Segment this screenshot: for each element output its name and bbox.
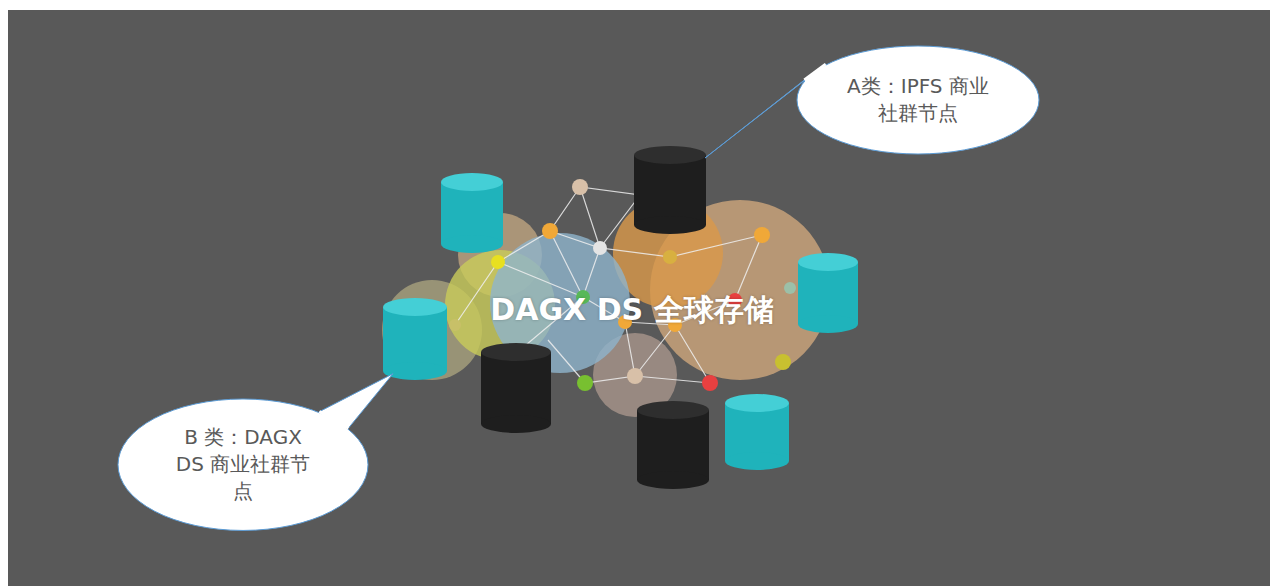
- storage-cylinders: [383, 146, 858, 489]
- cylinder: [383, 298, 447, 380]
- callout-text: A类：IPFS 商业社群节点: [843, 73, 993, 127]
- callout-text: B 类：DAGX DS 商业社群节点: [168, 424, 318, 505]
- cylinder: [637, 401, 709, 489]
- callout-shape: [796, 45, 1040, 155]
- cylinder: [634, 146, 706, 234]
- cylinder: [725, 394, 789, 470]
- cylinder: [798, 253, 858, 333]
- center-title: DAGX DS 全球存储: [490, 290, 773, 331]
- cylinder: [441, 173, 503, 253]
- callout-bubble: A类：IPFS 商业社群节点: [796, 45, 1040, 155]
- callout-bubble: B 类：DAGX DS 商业社群节点: [117, 398, 369, 531]
- cylinder: [481, 343, 551, 433]
